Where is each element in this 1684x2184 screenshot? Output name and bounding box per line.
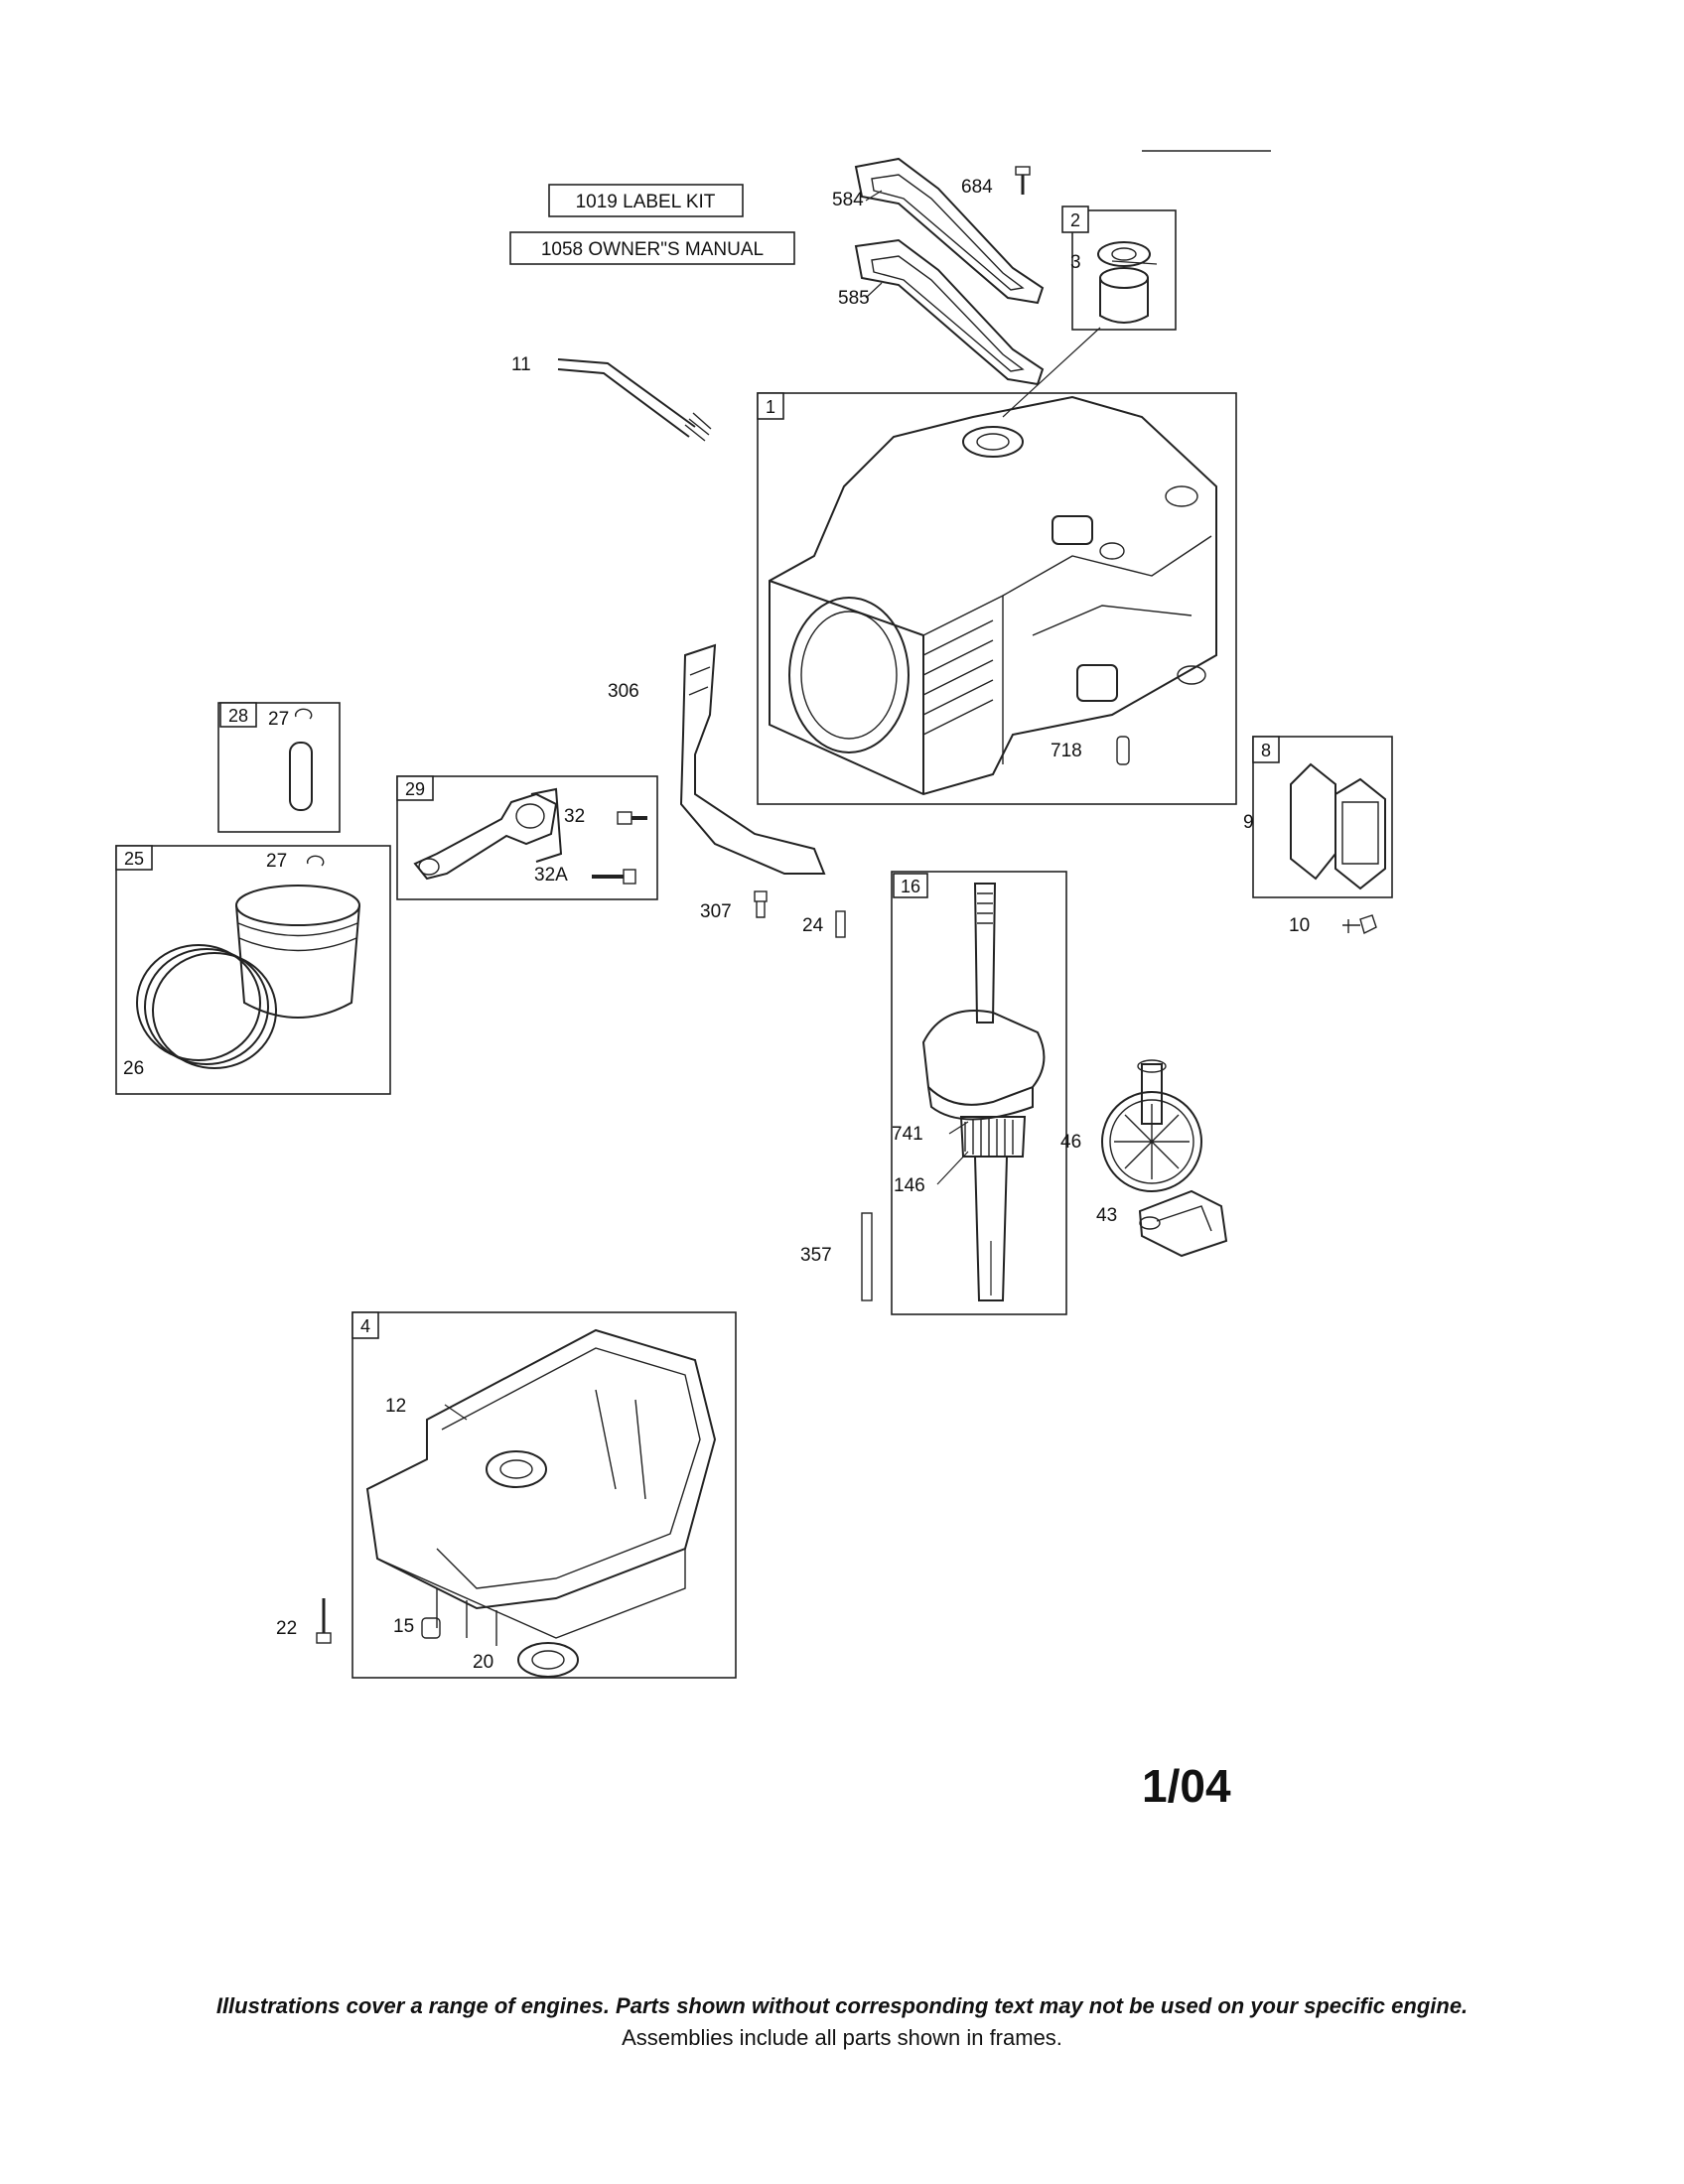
callout-146: 146 xyxy=(894,1175,925,1196)
callout-43: 43 xyxy=(1096,1205,1117,1226)
frame-8-badge: 8 xyxy=(1261,741,1271,760)
air-baffle-306 xyxy=(679,643,826,875)
callout-307: 307 xyxy=(700,901,732,922)
breather-cover xyxy=(1334,777,1386,890)
cylinder-bore xyxy=(788,597,910,753)
callout-11: 11 xyxy=(511,354,531,375)
gasket-585 xyxy=(854,238,1045,386)
footer-note: Illustrations cover a range of engines. … xyxy=(215,1993,1469,2018)
frame-29-badge: 29 xyxy=(405,779,425,799)
callouts: 584 684 3 585 11 306 718 27 32 32A 27 26… xyxy=(123,177,1310,1673)
piston xyxy=(235,885,360,1019)
frame-16: 16 xyxy=(891,871,1067,1315)
owners-manual-box: 1058 OWNER"S MANUAL xyxy=(509,231,795,265)
callout-22: 22 xyxy=(276,1618,297,1639)
dipstick-tube-11 xyxy=(557,358,712,442)
callout-32a: 32A xyxy=(534,865,568,886)
breather-gasket xyxy=(1290,762,1336,881)
key-24 xyxy=(835,910,846,938)
crankshaft xyxy=(921,883,1046,1301)
engine-sump xyxy=(365,1328,717,1646)
frame-4-badge: 4 xyxy=(360,1316,370,1336)
callout-585: 585 xyxy=(838,288,870,309)
governor-43 xyxy=(1138,1189,1228,1258)
callout-12: 12 xyxy=(385,1396,406,1417)
bushing xyxy=(1099,278,1149,324)
cam-gear-46 xyxy=(1101,1059,1202,1192)
label-kit-text: 1019 LABEL KIT xyxy=(576,192,716,212)
callout-20: 20 xyxy=(473,1652,493,1673)
frame-25: 25 xyxy=(115,845,391,1095)
leader-lines xyxy=(444,190,1158,1421)
frame-2-badge: 2 xyxy=(1070,210,1080,230)
bolt-684 xyxy=(1015,166,1031,195)
plug-15 xyxy=(421,1617,441,1639)
frame-1-badge: 1 xyxy=(766,397,775,417)
footer-assemblies: Assemblies include all parts shown in fr… xyxy=(622,2025,1062,2050)
label-kit-box: 1019 LABEL KIT xyxy=(548,184,744,217)
callout-741: 741 xyxy=(892,1124,923,1145)
frame-28-badge: 28 xyxy=(228,706,248,726)
key-357 xyxy=(861,1212,873,1301)
date-code: 1/04 xyxy=(1142,1760,1231,1812)
callout-26: 26 xyxy=(123,1058,144,1079)
crank-gear xyxy=(959,1116,1027,1158)
callout-718: 718 xyxy=(1051,741,1082,761)
callout-24: 24 xyxy=(802,915,824,936)
frame-16-badge: 16 xyxy=(901,877,920,896)
screw-10 xyxy=(1342,914,1377,935)
callout-32: 32 xyxy=(564,806,585,827)
dowel-pin-718 xyxy=(1116,736,1130,765)
frame-25-badge: 25 xyxy=(124,849,144,869)
callout-357: 357 xyxy=(800,1245,832,1266)
frame-29: 29 xyxy=(396,775,658,900)
frame-2: 2 xyxy=(1061,205,1177,331)
frame-4: 4 xyxy=(351,1311,737,1679)
callout-584: 584 xyxy=(832,190,864,210)
oil-seal-20 xyxy=(517,1642,579,1678)
callout-15: 15 xyxy=(393,1616,414,1637)
callout-46: 46 xyxy=(1060,1132,1081,1153)
callout-10: 10 xyxy=(1289,915,1310,936)
gasket-584 xyxy=(854,157,1045,305)
connecting-rod xyxy=(413,792,558,881)
piston-rings xyxy=(136,944,277,1069)
piston-pin xyxy=(289,742,313,811)
oil-seal xyxy=(1097,241,1151,267)
callout-684: 684 xyxy=(961,177,993,198)
callout-306: 306 xyxy=(608,681,639,702)
frame-28: 28 xyxy=(217,702,341,833)
owners-manual-text: 1058 OWNER"S MANUAL xyxy=(541,239,764,260)
bolt-22 xyxy=(316,1598,332,1644)
callout-27-piston: 27 xyxy=(266,851,287,872)
screw-307 xyxy=(754,890,768,918)
callout-27-top: 27 xyxy=(268,709,289,730)
callout-3: 3 xyxy=(1070,252,1081,273)
callout-9: 9 xyxy=(1243,812,1254,833)
frame-1: 1 xyxy=(757,392,1237,805)
frame-8: 8 xyxy=(1252,736,1393,898)
cylinder-block xyxy=(769,395,1217,796)
